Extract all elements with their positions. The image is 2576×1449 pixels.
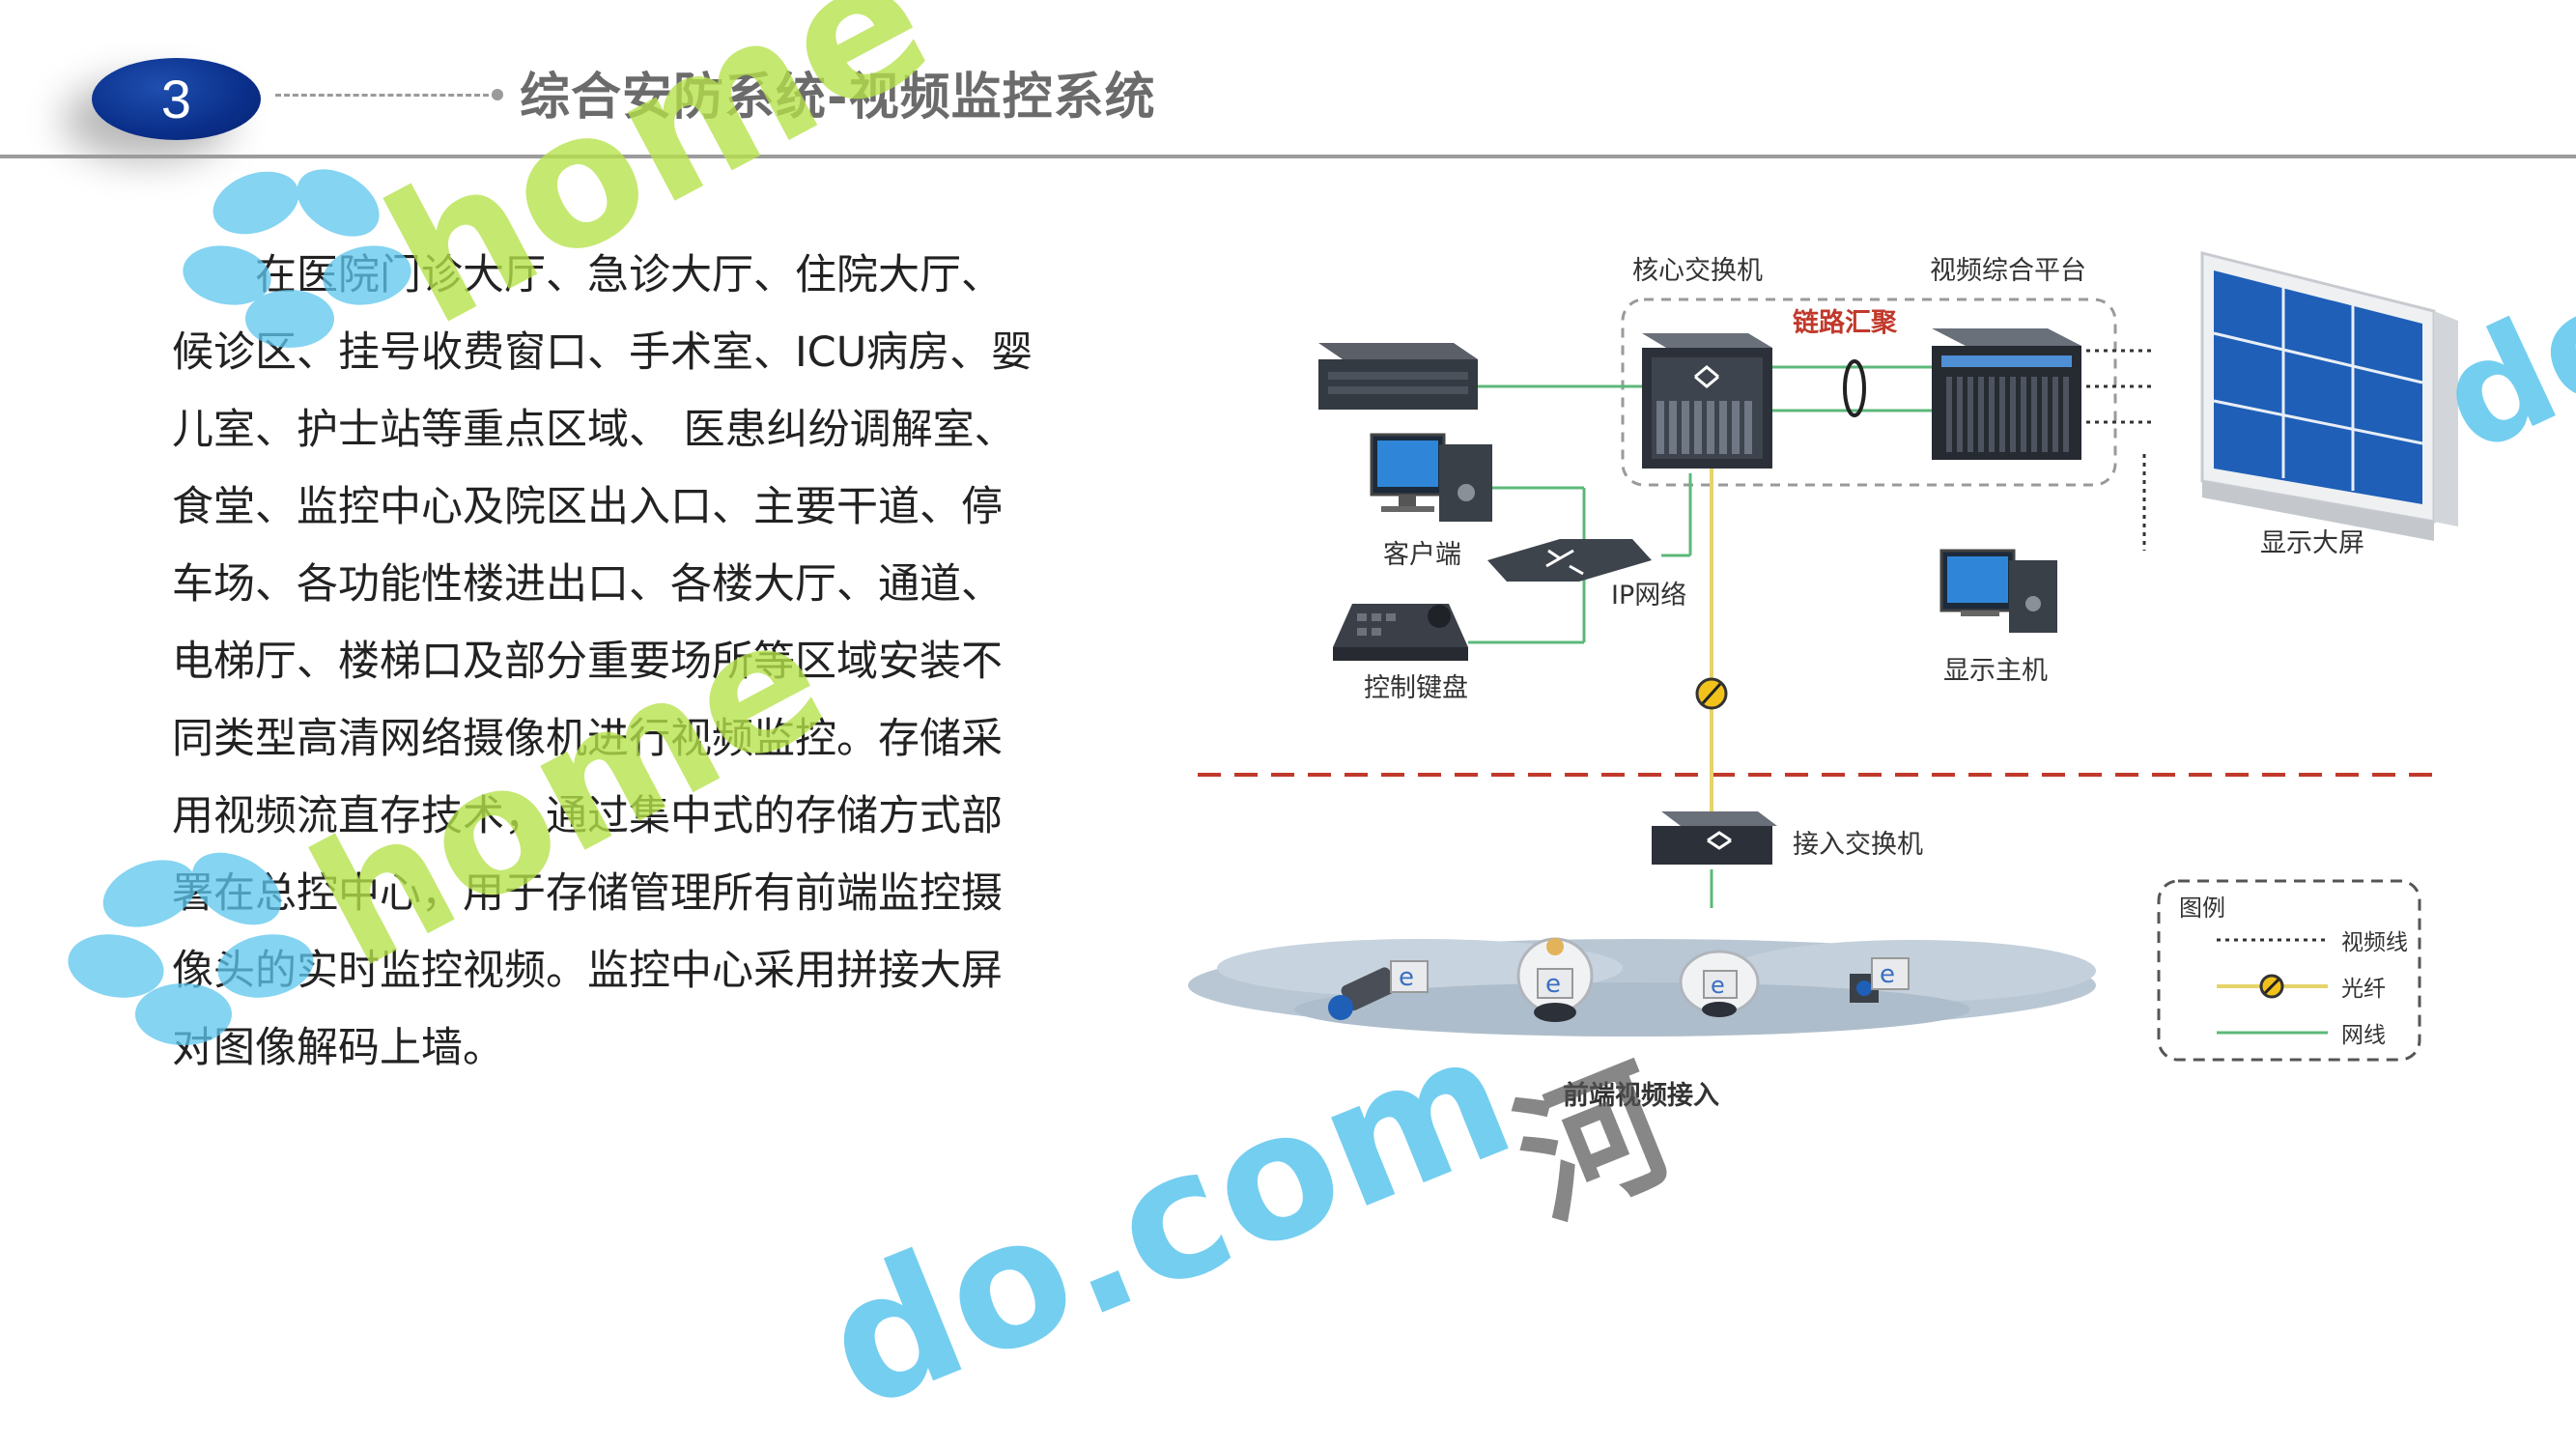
network-lines [1468, 365, 1941, 908]
label-access-switch: 接入交换机 [1793, 830, 1923, 860]
legend-item-network: 网线 [2341, 1023, 2386, 1048]
storage-device-icon [1318, 343, 1478, 410]
core-switch-icon [1642, 333, 1772, 469]
svg-text:e: e [1880, 960, 1895, 989]
section-number-badge: 3 [92, 58, 261, 140]
ip-network-switch-icon [1487, 539, 1652, 582]
label-client: 客户端 [1383, 540, 1461, 570]
video-lines [2086, 349, 2154, 551]
legend-title: 图例 [2179, 895, 2225, 922]
big-screen-icon [2200, 251, 2458, 541]
dome-camera-icon: e [1679, 950, 1760, 1017]
network-diagram: e e e e [1178, 232, 2576, 1130]
label-frontend: 前端视频接入 [1563, 1081, 1719, 1111]
svg-text:e: e [1545, 970, 1561, 999]
label-big-screen: 显示大屏 [2260, 528, 2364, 558]
bullet-camera-icon: e [1328, 960, 1429, 1020]
page-title: 综合安防系统-视频监控系统 [520, 69, 1156, 127]
label-control-keyboard: 控制键盘 [1364, 673, 1468, 703]
svg-text:e: e [1399, 963, 1414, 992]
link-aggregation-mark [1843, 359, 1866, 417]
video-platform-icon [1932, 328, 2081, 460]
header-dashed-connector [275, 94, 497, 97]
label-link-aggregation: 链路汇聚 [1793, 308, 1897, 338]
label-video-platform: 视频综合平台 [1930, 256, 2086, 286]
svg-text:e: e [1711, 972, 1725, 999]
header-divider [0, 155, 2576, 158]
header-connector-dot [492, 89, 503, 100]
client-pc-icon [1370, 433, 1492, 522]
legend-item-video: 视频线 [2341, 930, 2408, 955]
label-display-host: 显示主机 [1943, 656, 2048, 686]
ptz-dome-camera-icon: e [1516, 937, 1594, 1022]
network-diagram-graphics: e e e e [1188, 251, 2458, 1062]
access-switch-icon [1652, 811, 1777, 865]
control-keyboard-icon [1333, 604, 1468, 661]
legend-box [2157, 879, 2421, 1062]
display-host-pc-icon [1939, 549, 2057, 633]
box-camera-icon: e [1850, 957, 1910, 1003]
legend-item-fiber: 光纤 [2341, 977, 2386, 1002]
label-ip-network: IP网络 [1611, 581, 1687, 611]
label-core-switch: 核心交换机 [1632, 256, 1763, 286]
section-number: 3 [160, 69, 192, 129]
body-paragraph: 在医院门诊大厅、急诊大厅、住院大厅、候诊区、挂号收费窗口、手术室、ICU病房、婴… [172, 251, 1033, 1072]
frontend-cloud [1188, 939, 2096, 1037]
